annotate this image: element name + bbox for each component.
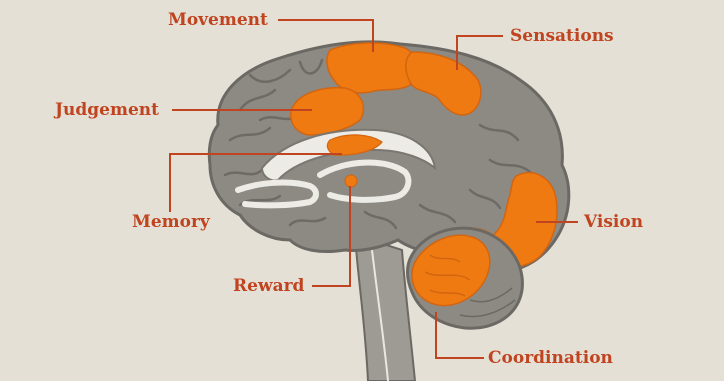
label-memory: Memory <box>132 214 210 231</box>
motor-cortex-region <box>327 43 416 93</box>
label-vision: Vision <box>584 214 643 231</box>
label-reward: Reward <box>233 278 304 295</box>
label-coordination: Coordination <box>488 350 613 367</box>
label-judgement: Judgement <box>55 102 159 119</box>
label-sensations: Sensations <box>510 28 614 45</box>
label-movement: Movement <box>168 12 268 29</box>
reward-center <box>345 175 357 187</box>
